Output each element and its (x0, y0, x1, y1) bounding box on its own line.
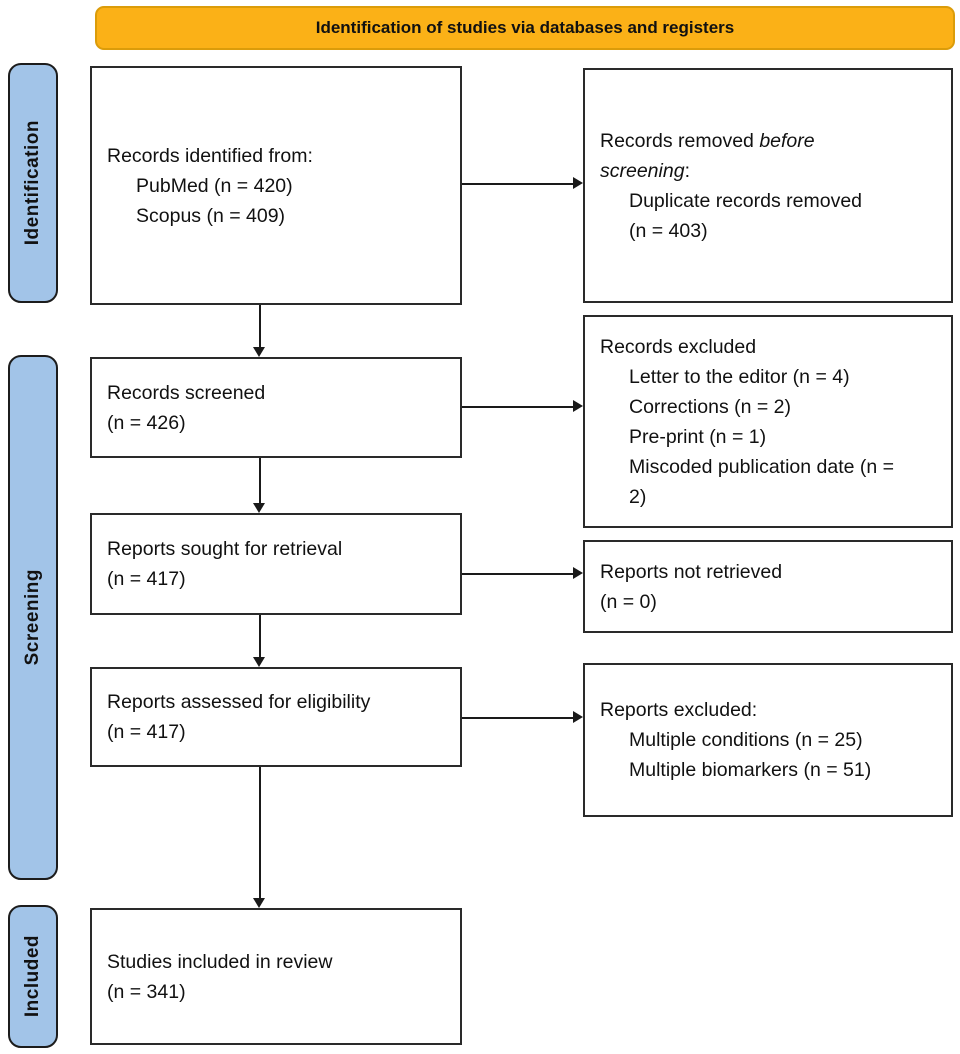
box-text-line: Studies included in review (107, 950, 333, 973)
arrow-identified-to-screened (253, 305, 266, 357)
box-records-identified: Records identified from: PubMed (n = 420)… (90, 66, 462, 305)
box-text-line: (n = 426) (107, 411, 186, 434)
box-text-line: Reports not retrieved (600, 560, 783, 583)
box-text-line: screening: (600, 159, 690, 182)
stage-bar-screening: Screening (8, 355, 58, 880)
box-reports-sought-for-retrieval: Reports sought for retrieval (n = 417) (90, 513, 462, 615)
box-reports-excluded: Reports excluded: Multiple conditions (n … (583, 663, 953, 817)
arrow-sought-to-assessed (253, 615, 266, 667)
stage-label-identification: Identification (22, 120, 43, 246)
box-text-line: Duplicate records removed (629, 189, 863, 212)
box-text-line: Multiple biomarkers (n = 51) (629, 759, 872, 781)
box-records-removed-before-screening: Records removed before screening: Duplicat… (583, 68, 953, 303)
box-studies-included-in-review: Studies included in review (n = 341) (90, 908, 462, 1045)
box-text-line: Records excluded (600, 335, 757, 358)
box-text-line: PubMed (n = 420) (136, 174, 293, 197)
box-text-line: Records removed before (600, 129, 815, 152)
arrow-assessed-to-included (253, 767, 266, 908)
box-text-line: 2) (629, 485, 647, 508)
box-text-line: (n = 341) (107, 980, 186, 1003)
stage-bar-included: Included (8, 905, 58, 1048)
box-text-line: (n = 417) (107, 568, 186, 590)
box-text-line: (n = 403) (629, 219, 708, 242)
box-text-line: Reports sought for retrieval (107, 538, 343, 560)
box-text-line: (n = 0) (600, 590, 657, 613)
box-text-line: (n = 417) (107, 721, 186, 743)
arrow-identified-to-removed (462, 177, 583, 190)
box-text-line: Miscoded publication date (n = (629, 455, 895, 478)
box-text-line: Reports assessed for eligibility (107, 691, 371, 713)
diagram-header: Identification of studies via databases … (95, 6, 955, 50)
stage-label-included: Included (22, 935, 43, 1018)
stage-label-screening: Screening (22, 569, 43, 666)
box-text-line: Pre-print (n = 1) (629, 425, 767, 448)
box-text-line: Reports excluded: (600, 699, 758, 721)
arrow-screened-to-sought (253, 458, 266, 513)
box-reports-assessed-for-eligibility: Reports assessed for eligibility (n = 417… (90, 667, 462, 767)
box-text-line: Corrections (n = 2) (629, 395, 792, 418)
box-text-line: Letter to the editor (n = 4) (629, 365, 850, 388)
box-text-line: Records screened (107, 381, 266, 404)
box-records-screened: Records screened (n = 426) (90, 357, 462, 458)
arrow-assessed-to-excluded (462, 711, 583, 724)
arrow-screened-to-excluded (462, 400, 583, 413)
box-text-line: Scopus (n = 409) (136, 204, 286, 227)
diagram-header-label: Identification of studies via databases … (315, 18, 735, 37)
stage-bar-identification: Identification (8, 63, 58, 303)
arrow-sought-to-not-retrieved (462, 567, 583, 580)
box-text-line: Records identified from: (107, 144, 313, 167)
box-text-line: Multiple conditions (n = 25) (629, 729, 863, 751)
box-reports-not-retrieved: Reports not retrieved (n = 0) (583, 540, 953, 633)
